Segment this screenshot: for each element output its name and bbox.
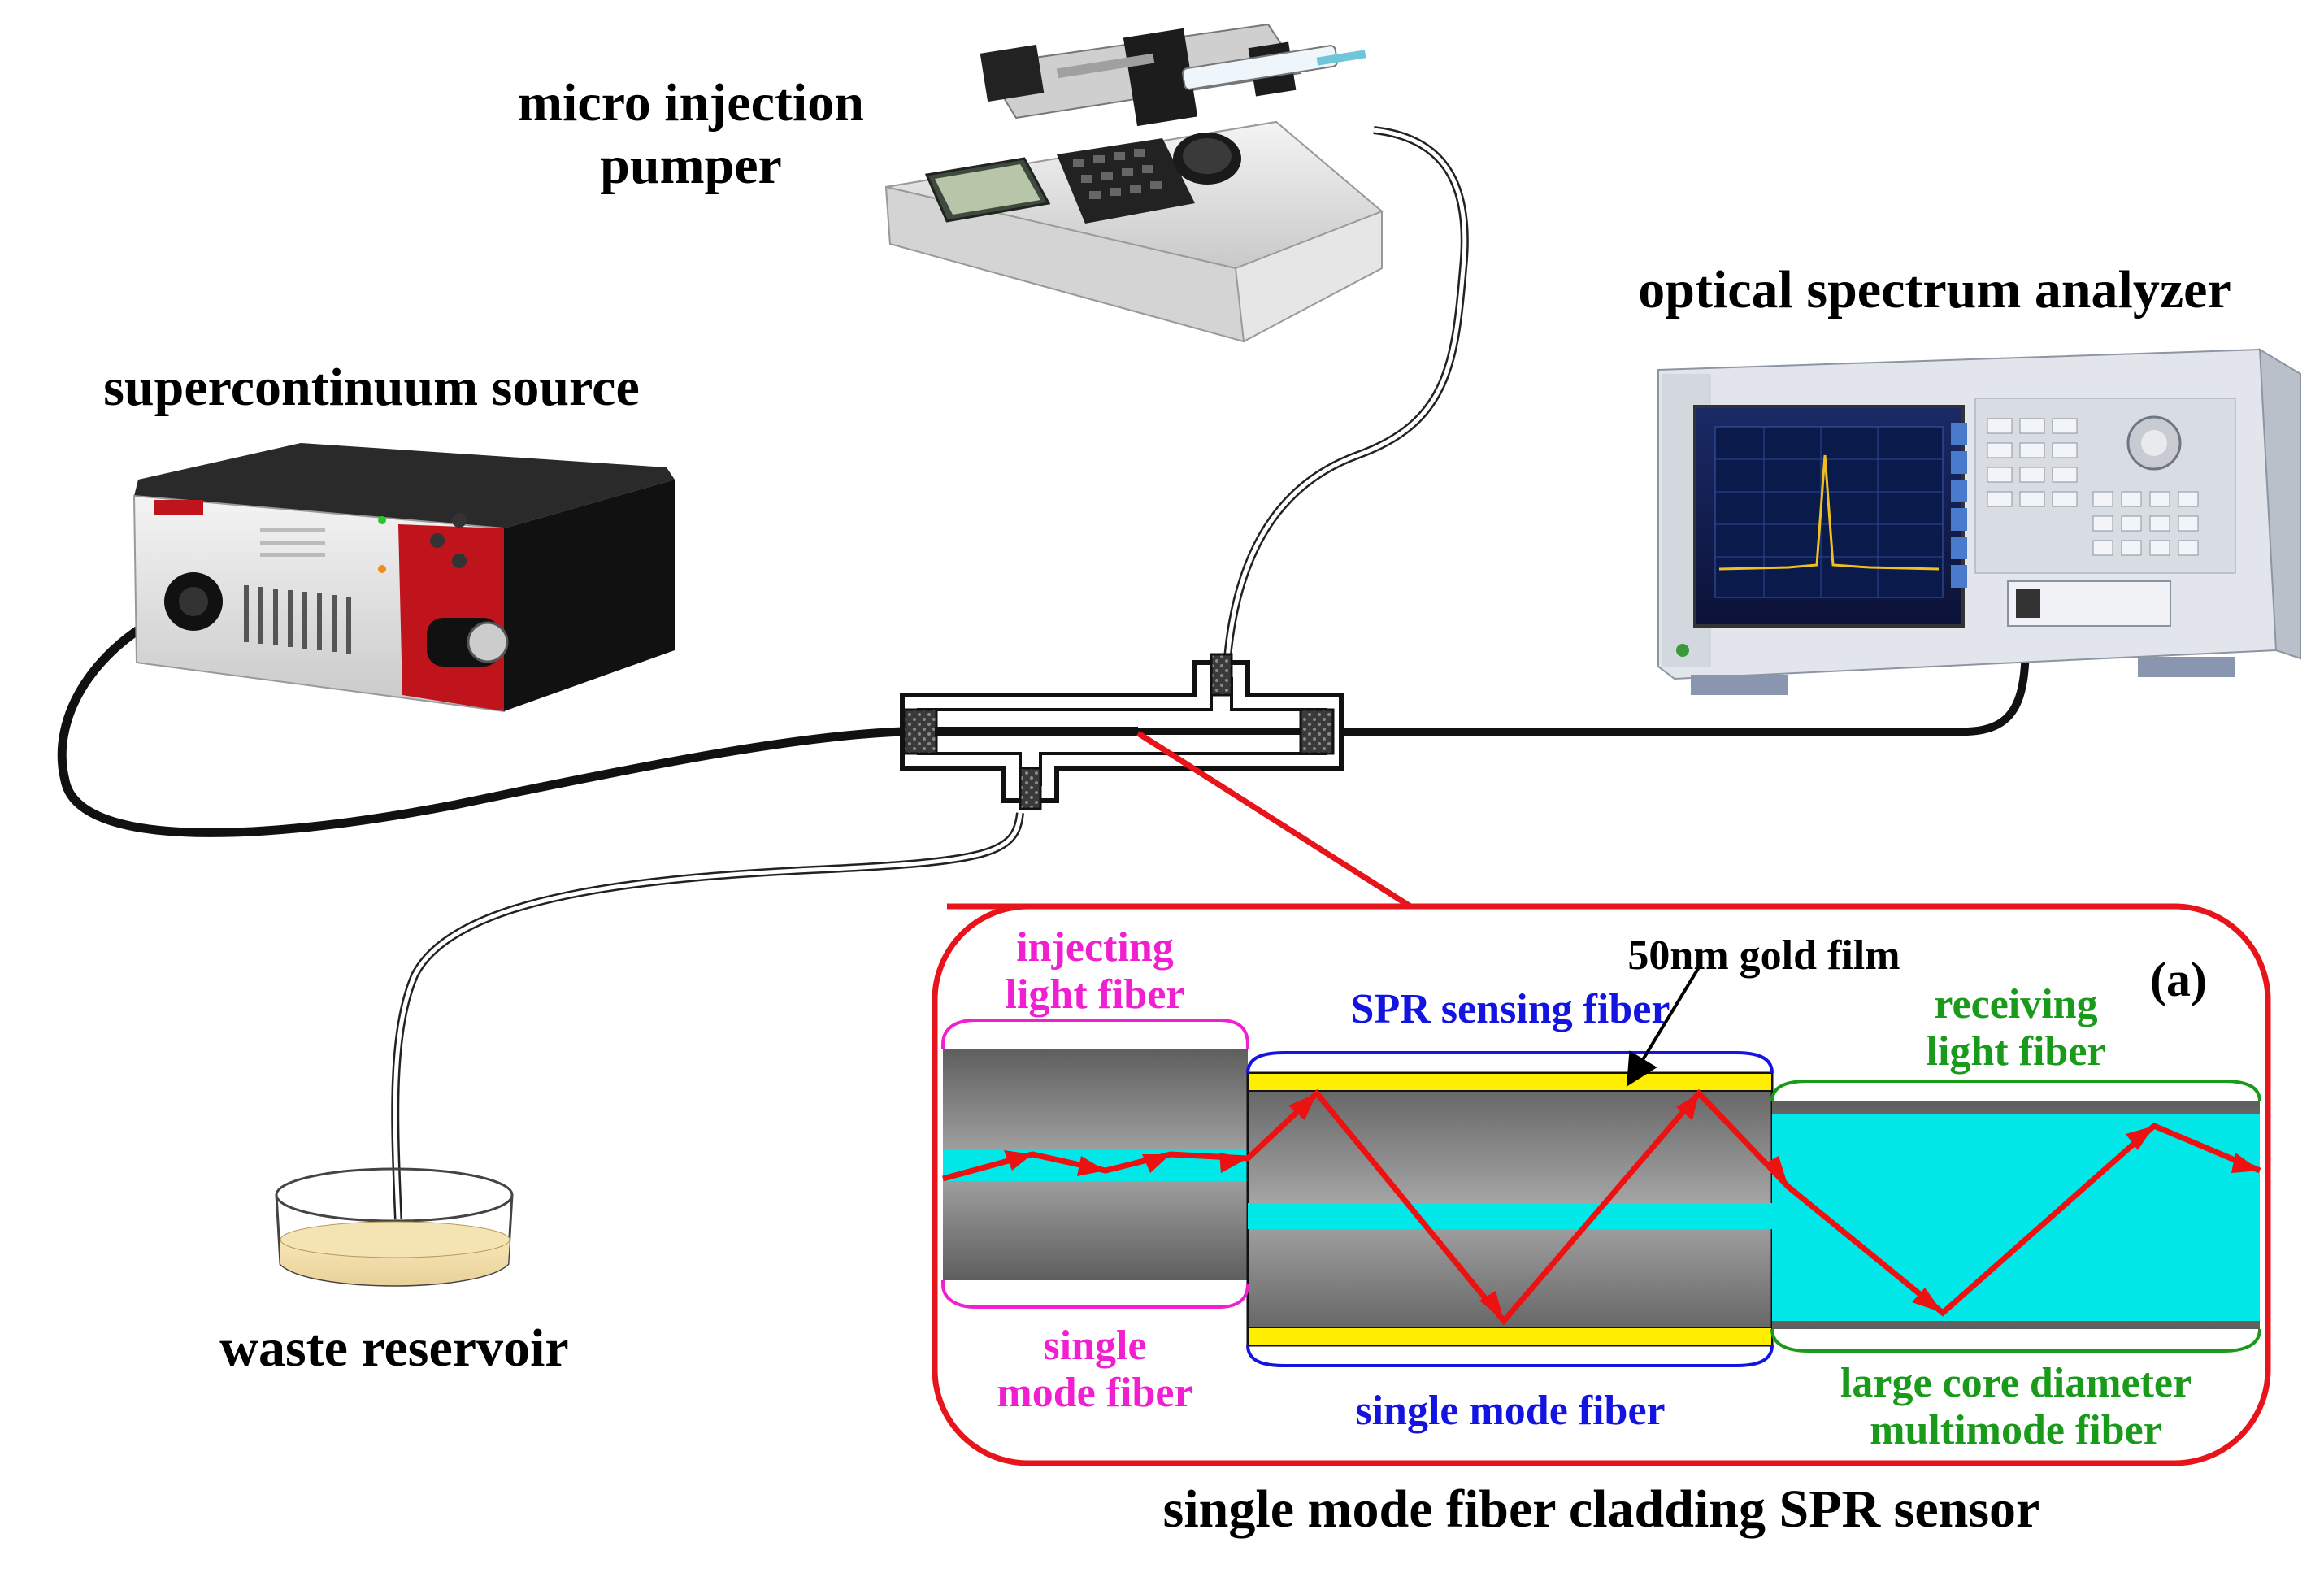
source-knob — [508, 537, 557, 585]
gold-film-label: 50nm gold film — [1627, 932, 1900, 979]
single-mode-bracket-left — [941, 1280, 1249, 1309]
analyzer-input-port — [2007, 580, 2171, 627]
waste-outlet-tube — [391, 812, 1024, 1220]
gold-film-pointer — [1626, 966, 1701, 1087]
large-core-label-line1: large core diameter — [1840, 1360, 2192, 1406]
spectrum-trace — [1718, 454, 1940, 571]
multimode-fiber-segment — [1772, 1101, 2260, 1329]
single-mode-label-line1: single — [1043, 1323, 1146, 1369]
receiving-bracket — [1770, 1080, 2261, 1102]
large-core-label-line2: multimode fiber — [1870, 1407, 2162, 1453]
spr-bracket-bottom — [1246, 1345, 1774, 1367]
receiving-label-line2: light fiber — [1927, 1028, 2106, 1075]
sensor-inset — [932, 903, 2271, 1466]
single-mode-label-line2: mode fiber — [997, 1370, 1192, 1416]
syringe-pump-device — [884, 23, 1384, 343]
single-mode-fiber-label: single mode fiber — [1355, 1388, 1665, 1434]
panel-tag: (a) — [2150, 953, 2207, 1006]
pump-label-line1: micro injection — [518, 73, 864, 133]
diagram-labels: micro injection pumper optical spectrum … — [103, 73, 2231, 1539]
injecting-bracket — [941, 1019, 1249, 1049]
pump-label-line2: pumper — [600, 136, 782, 195]
injecting-label-line2: light fiber — [1006, 971, 1185, 1018]
petri-dish — [275, 1167, 514, 1287]
spr-sensing-label: SPR sensing fiber — [1351, 986, 1670, 1032]
receiving-label-line1: receiving — [1934, 981, 2097, 1027]
pump-keypad — [1057, 138, 1195, 224]
analyzer-label: optical spectrum analyzer — [1638, 260, 2231, 319]
source-fiber-cable — [57, 593, 903, 837]
reservoir-label: waste reservoir — [219, 1319, 568, 1378]
spectrum-analyzer-device — [1657, 348, 2301, 695]
sensor-caption: single mode fiber cladding SPR sensor — [1163, 1479, 2040, 1539]
injecting-label-line1: injecting — [1016, 924, 1174, 971]
spr-bracket-top — [1246, 1051, 1774, 1074]
t-junction-flow-cell — [900, 653, 1344, 810]
source-label: supercontinuum source — [103, 358, 639, 417]
large-core-bracket — [1770, 1328, 2261, 1353]
light-source-device — [132, 443, 675, 713]
ray-arrowheads — [1004, 1093, 2260, 1321]
fiber-cables — [57, 126, 2030, 1220]
